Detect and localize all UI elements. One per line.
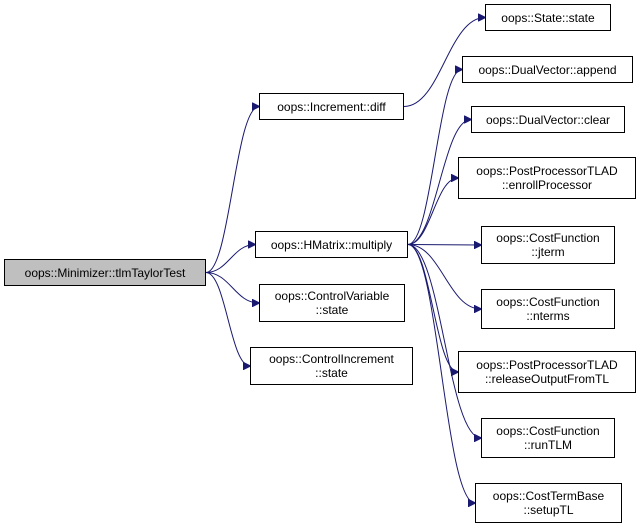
node-label: oops::State::state [501,10,595,25]
edge-hmatrix_multiply-to-dualvector_append [407,70,462,245]
node-label: oops::Minimizer::tlmTaylorTest [24,265,186,280]
node-postprocessortlad-enrollprocessor[interactable]: oops::PostProcessorTLAD ::enrollProcesso… [458,157,636,199]
node-label: oops::DualVector::clear [485,112,611,127]
edge-hmatrix_multiply-to-cf_nterms [407,244,481,310]
edge-hmatrix_multiply-to-pp_release [407,244,458,373]
node-increment-diff[interactable]: oops::Increment::diff [259,93,404,120]
edge-hmatrix_multiply-to-ctb_setuptl [407,244,475,504]
node-label-line-2: ::state [315,366,348,380]
edge-hmatrix_multiply-to-cf_runtlm [407,244,481,439]
node-label: oops::DualVector::append [478,62,617,77]
edge-hmatrix_multiply-to-dualvector_clear [407,120,471,245]
node-minimizer-tlmtaylortest: oops::Minimizer::tlmTaylorTest [4,259,206,286]
node-costfunction-jterm[interactable]: oops::CostFunction ::jterm [481,226,615,264]
node-label-line-1: oops::PostProcessorTLAD [476,164,618,178]
node-costtermbase-setuptl[interactable]: oops::CostTermBase ::setupTL [475,483,622,523]
node-label-line-2: ::nterms [526,309,570,323]
node-label-line-1: oops::CostFunction [496,424,600,438]
node-label: oops::Increment::diff [277,99,386,114]
node-state-state[interactable]: oops::State::state [485,4,611,31]
node-label-line-1: oops::CostTermBase [492,489,605,503]
edge-root-to-hmatrix_multiply [205,245,255,273]
node-label-line-2: ::runTLM [523,438,572,452]
edge-root-to-control_variable_state [205,272,259,304]
edge-hmatrix_multiply-to-pp_enroll [407,178,458,245]
node-dualvector-clear[interactable]: oops::DualVector::clear [471,106,625,133]
node-costfunction-nterms[interactable]: oops::CostFunction ::nterms [481,289,615,329]
node-label-line-1: oops::CostFunction [496,231,600,245]
node-label-line-1: oops::ControlIncrement [269,352,394,366]
edge-root-to-control_increment_state [205,272,250,367]
node-label-line-2: ::releaseOutputFromTL [484,372,610,386]
node-costfunction-runtlm[interactable]: oops::CostFunction ::runTLM [481,418,615,458]
node-postprocessortlad-releaseoutputfromtl[interactable]: oops::PostProcessorTLAD ::releaseOutputF… [458,351,636,393]
node-controlincrement-state[interactable]: oops::ControlIncrement ::state [250,347,413,385]
node-label-line-1: oops::ControlVariable [274,289,390,303]
node-label-line-2: ::jterm [531,245,565,259]
edge-root-to-increment_diff [205,107,259,273]
node-controlvariable-state[interactable]: oops::ControlVariable ::state [259,284,405,322]
node-label-line-2: ::state [315,303,349,317]
edge-hmatrix_multiply-to-cf_jterm [407,245,481,246]
node-label-line-2: ::enrollProcessor [501,178,593,192]
node-label-line-1: oops::CostFunction [496,295,600,309]
edge-increment_diff-to-state_state [403,18,485,107]
node-label-line-1: oops::PostProcessorTLAD [476,358,618,372]
node-hmatrix-multiply[interactable]: oops::HMatrix::multiply [255,231,408,258]
node-dualvector-append[interactable]: oops::DualVector::append [462,56,633,83]
node-label: oops::HMatrix::multiply [270,237,393,252]
node-label-line-2: ::setupTL [523,503,574,517]
